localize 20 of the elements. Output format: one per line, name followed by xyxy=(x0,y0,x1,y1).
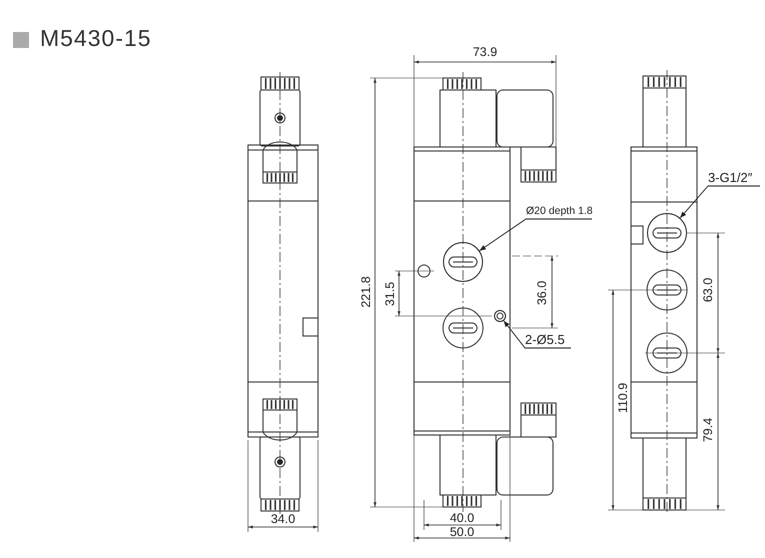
dimension-text: 63.0 xyxy=(701,278,715,302)
dimension-text: 36.0 xyxy=(535,280,549,306)
callout-text: Ø20 depth 1.8 xyxy=(526,204,593,219)
leader-line xyxy=(503,320,572,348)
callout-text: 2-Ø5.5 xyxy=(525,332,571,348)
leader-line xyxy=(479,218,592,252)
dimension-text: 50.0 xyxy=(450,525,474,539)
dimension-text: 79.4 xyxy=(701,418,715,442)
dimension-text: 34.0 xyxy=(270,512,296,526)
port-outline xyxy=(494,310,506,322)
dimension-text: 221.8 xyxy=(359,276,373,308)
title: M5430-15 xyxy=(40,25,152,52)
dimension-text: 110.9 xyxy=(616,382,630,414)
dimension-text: 40.0 xyxy=(450,511,474,525)
dimension-text: 31.5 xyxy=(383,282,397,306)
port-outline xyxy=(647,213,687,253)
callout-text: 3-G1/2″ xyxy=(708,170,760,186)
leader-line xyxy=(680,186,760,218)
dimension-text: 73.9 xyxy=(472,45,498,59)
port-outline xyxy=(443,242,483,282)
